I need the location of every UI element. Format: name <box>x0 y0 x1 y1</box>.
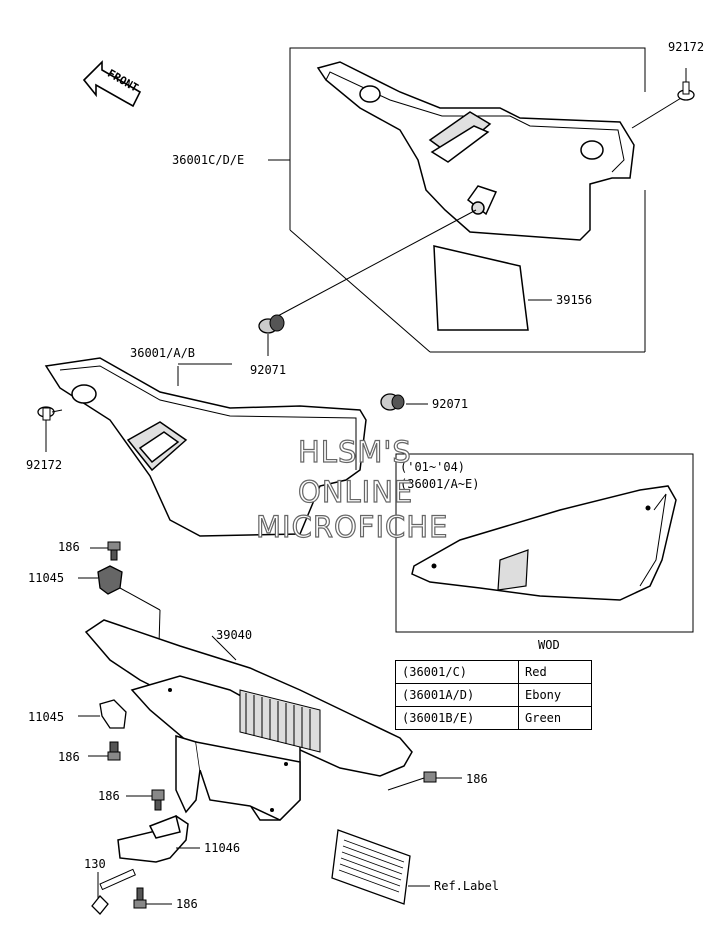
table-row: (36001B/E) Green <box>395 706 592 730</box>
watermark-line-2: ONLINE <box>297 475 414 509</box>
bolt-186-b <box>88 741 121 761</box>
chain-guard-39040 <box>84 619 413 821</box>
callout-39040: 39040 <box>216 628 253 642</box>
inset-box <box>395 453 694 633</box>
wod-color: Green <box>518 706 592 730</box>
reference-label-plate <box>331 829 430 905</box>
wod-title: WOD <box>538 638 560 652</box>
left-side-cover <box>44 357 367 537</box>
callout-92071-lower: 92071 <box>432 397 469 411</box>
screw-92172-left <box>37 406 63 452</box>
callout-186-e: 186 <box>176 897 198 911</box>
callout-92172-left: 92172 <box>26 458 63 472</box>
callout-39156: 39156 <box>556 293 593 307</box>
wod-code: (36001/C) <box>395 660 519 684</box>
table-row: (36001/C) Red <box>395 660 592 684</box>
wod-color: Red <box>518 660 592 684</box>
callout-92071-upper: 92071 <box>250 363 287 377</box>
callout-36001cde: 36001C/D/E <box>172 153 245 167</box>
bolt-186-a <box>90 541 121 561</box>
leader-lines <box>176 363 232 849</box>
inset-parts: (36001/A~E) <box>400 477 480 491</box>
bolt-186-e <box>133 887 172 909</box>
clip-11045-lower <box>78 699 127 729</box>
clip-11045-upper <box>78 565 161 681</box>
inset-years: ('01~'04) <box>400 460 466 474</box>
wod-code: (36001B/E) <box>395 706 519 730</box>
callout-11046: 11046 <box>204 841 241 855</box>
wod-color-table: (36001/C) Red (36001A/D) Ebony (36001B/E… <box>395 660 592 730</box>
bolt-186-d <box>126 789 165 811</box>
bracket-11046 <box>117 814 200 863</box>
wod-color: Ebony <box>518 683 592 707</box>
callout-186-c: 186 <box>466 772 488 786</box>
front-arrow-icon: FRONT <box>82 60 142 108</box>
callout-186-d: 186 <box>98 789 120 803</box>
callout-ref-label: Ref.Label <box>434 879 500 893</box>
wod-code: (36001A/D) <box>395 683 519 707</box>
right-side-cover <box>316 61 635 241</box>
callout-186-b: 186 <box>58 750 80 764</box>
watermark-line-3: MICROFICHE <box>255 510 449 544</box>
watermark-line-1: HLSM'S <box>297 435 412 469</box>
bolt-130 <box>91 868 136 915</box>
callout-36001ab: 36001/A/B <box>130 346 196 360</box>
callout-11045-lower: 11045 <box>28 710 65 724</box>
screw-92172-top <box>631 68 695 129</box>
bolt-186-c <box>387 771 462 791</box>
callout-186-a: 186 <box>58 540 80 554</box>
callout-92172-top: 92172 <box>668 40 705 54</box>
callout-130: 130 <box>84 857 106 871</box>
grommet-92071-lower <box>380 393 428 411</box>
pad-39156 <box>433 245 552 331</box>
grommet-92071-upper <box>258 209 477 356</box>
table-row: (36001A/D) Ebony <box>395 683 592 707</box>
right-cover-group-bracket <box>268 47 646 353</box>
callout-11045-upper: 11045 <box>28 571 65 585</box>
